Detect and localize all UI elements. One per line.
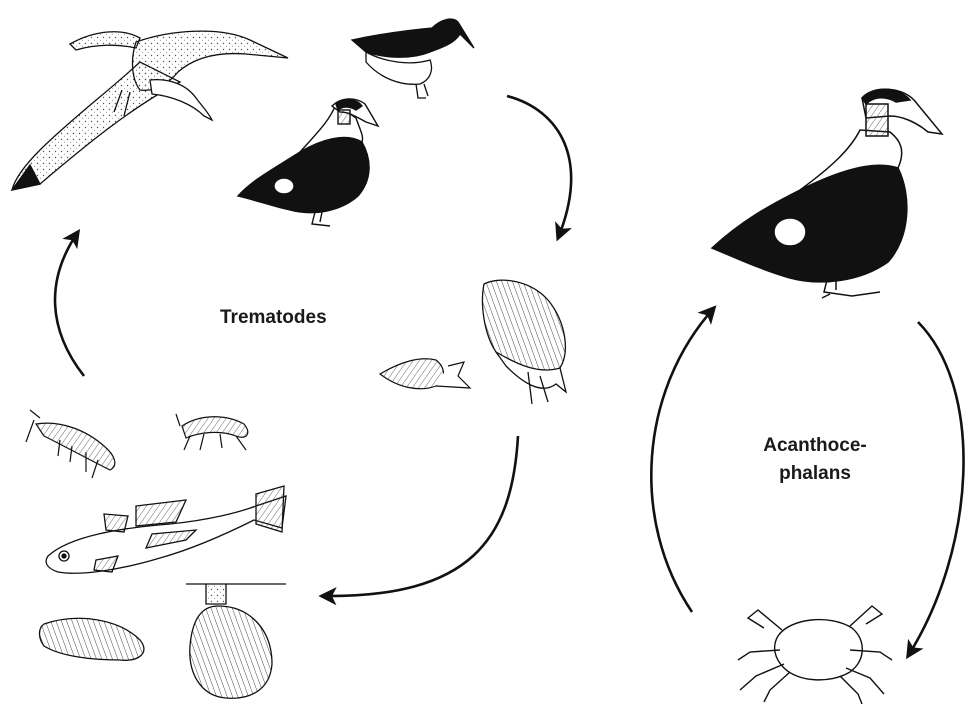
arrow-second-hosts-to-birds: [55, 232, 84, 376]
shore-crab-illustration: [738, 606, 892, 704]
label-trematodes: Trematodes: [220, 304, 327, 332]
mud-snail-illustration: [380, 359, 470, 389]
goby-fish-illustration: [46, 486, 286, 573]
gull-illustration: [12, 31, 288, 190]
eider-large-illustration: [712, 89, 942, 298]
cockle-illustration: [186, 584, 286, 698]
label-acanthocephalans-line2: phalans: [740, 460, 890, 488]
amphipod-large-illustration: [26, 410, 115, 478]
mussel-illustration: [40, 618, 144, 660]
arrow-crab-to-eider: [651, 308, 714, 612]
arrow-snail-to-second-hosts: [322, 436, 518, 596]
eider-small-illustration: [238, 99, 378, 226]
arrow-birds-to-snail: [507, 96, 571, 238]
amphipod-small-illustration: [176, 414, 248, 450]
label-acanthocephalans-line1: Acanthoce-: [740, 432, 890, 460]
oystercatcher-illustration: [352, 19, 474, 98]
periwinkle-snail-illustration: [483, 280, 567, 404]
label-acanthocephalans: Acanthoce- phalans: [740, 432, 890, 488]
arrow-eider-to-crab: [908, 322, 964, 656]
